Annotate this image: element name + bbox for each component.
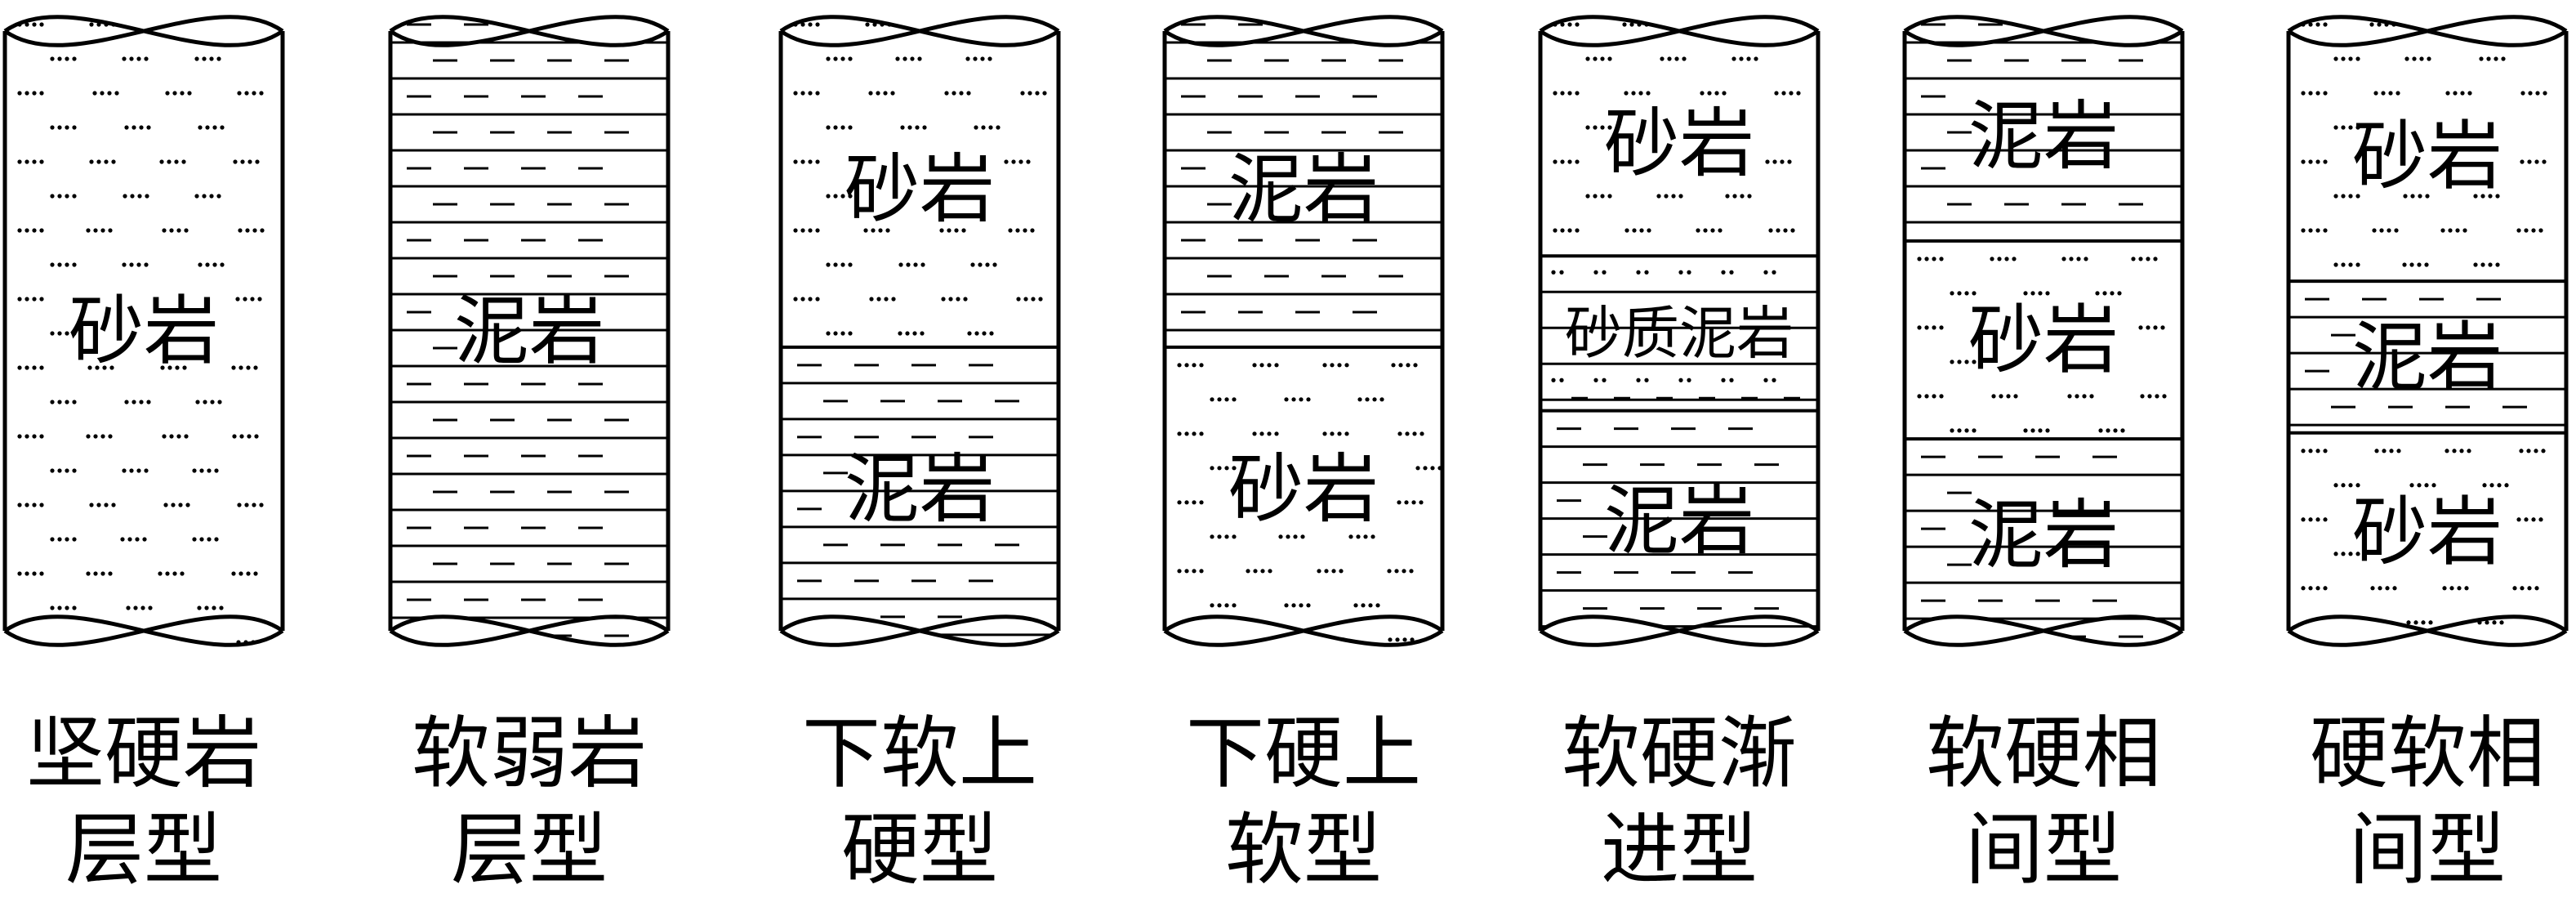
column-caption-line: 软弱岩 <box>412 708 647 799</box>
layer-label: 砂岩 <box>1604 101 1754 188</box>
layer-label: 砂岩 <box>1968 297 2119 384</box>
layer-mudstone <box>781 364 1058 637</box>
top-break-line <box>779 15 1060 47</box>
bottom-break-line <box>779 614 1060 647</box>
bottom-break-line <box>2287 614 2568 647</box>
layer-label: 砂岩 <box>1228 445 1379 533</box>
column-caption-line: 下硬上 <box>1186 708 1421 799</box>
bottom-break-line <box>1163 614 1444 647</box>
column-caption-line: 软硬渐 <box>1562 708 1797 799</box>
top-break-line <box>3 15 284 47</box>
layer-mudstone <box>2289 297 2566 427</box>
layer-label: 泥岩 <box>1228 145 1379 233</box>
bottom-break-line <box>1539 614 1820 647</box>
layer-label: 砂岩 <box>69 288 219 375</box>
layer-sandy-mudstone <box>1540 270 1818 401</box>
column-caption-line: 坚硬岩 <box>26 708 261 799</box>
column-caption-line: 下软上 <box>802 708 1037 799</box>
layer-label: 砂质泥岩 <box>1565 300 1794 367</box>
column-caption-line: 软硬相 <box>1926 708 2161 799</box>
column-caption-line: 层型 <box>451 804 608 896</box>
bottom-break-line <box>389 614 670 647</box>
layer-mudstone <box>1905 23 2182 224</box>
bottom-break-line <box>1903 614 2184 647</box>
top-break-line <box>2287 15 2568 47</box>
bottom-break-line <box>3 614 284 647</box>
layer-label: 泥岩 <box>454 288 604 375</box>
layer-label: 泥岩 <box>1604 477 1754 565</box>
layer-label: 泥岩 <box>1968 492 2119 579</box>
column-caption-line: 间型 <box>1965 804 2122 896</box>
layer-sandstone <box>1553 22 1801 233</box>
layer-label: 泥岩 <box>845 445 995 533</box>
layer-sandstone <box>1917 257 2167 433</box>
top-break-line <box>1163 15 1444 47</box>
top-break-line <box>1903 15 2184 47</box>
column-caption-line: 进型 <box>1601 804 1758 896</box>
layer-label: 泥岩 <box>2352 314 2502 401</box>
column-caption-line: 层型 <box>65 804 222 896</box>
top-break-line <box>1539 15 1820 47</box>
layer-label: 泥岩 <box>1968 92 2119 180</box>
layer-label: 砂岩 <box>2352 113 2502 200</box>
top-break-line <box>389 15 670 47</box>
layer-label: 砂岩 <box>845 145 995 233</box>
layer-mudstone <box>1165 23 1442 332</box>
layer-sandstone <box>793 22 1047 336</box>
column-caption-line: 软型 <box>1225 804 1382 896</box>
column-caption-line: 间型 <box>2349 804 2506 896</box>
layer-label: 砂岩 <box>2352 489 2502 576</box>
column-caption-line: 硬型 <box>841 804 998 896</box>
column-caption-line: 硬软相 <box>2310 708 2545 799</box>
